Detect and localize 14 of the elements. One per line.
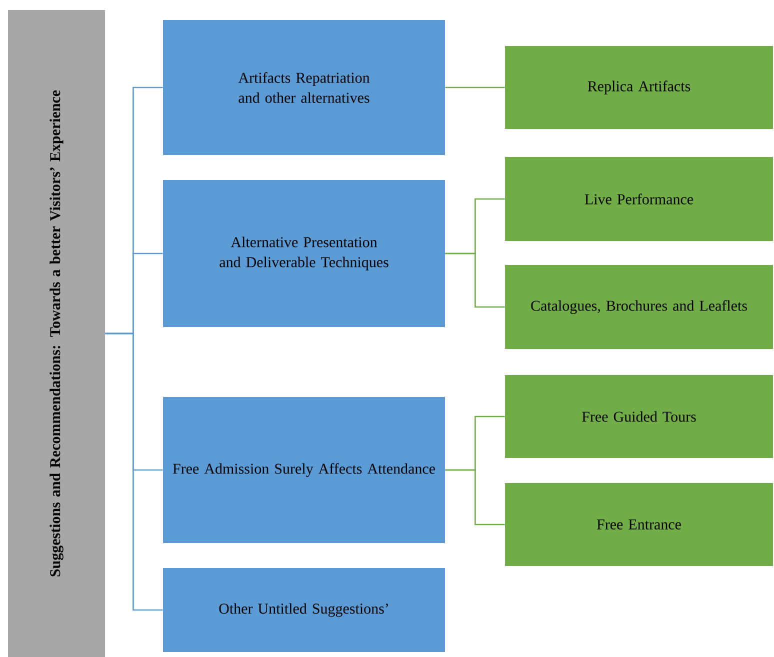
topic-box: Catalogues, Brochures and Leaflets — [505, 265, 773, 349]
connector — [445, 469, 505, 526]
topic-box: Free Guided Tours — [505, 375, 773, 458]
topic-box: Other Untitled Suggestions’ — [163, 568, 445, 652]
connector — [445, 252, 505, 308]
topic-box: Artifacts Repatriation and other alternatives — [163, 20, 445, 155]
topic-box: Alternative Presentation and Deliverable Techniques — [163, 180, 445, 327]
topic-box: Live Performance — [505, 157, 773, 241]
topic-box: Free Admission Surely Affects Attendance — [163, 397, 445, 543]
connector — [445, 86, 505, 88]
connector — [105, 332, 163, 611]
title-band: Suggestions and Recommendations: Towards a better Visitors’ Experience — [8, 10, 105, 657]
topic-box: Free Entrance — [505, 483, 773, 566]
topic-box: Replica Artifacts — [505, 46, 773, 129]
